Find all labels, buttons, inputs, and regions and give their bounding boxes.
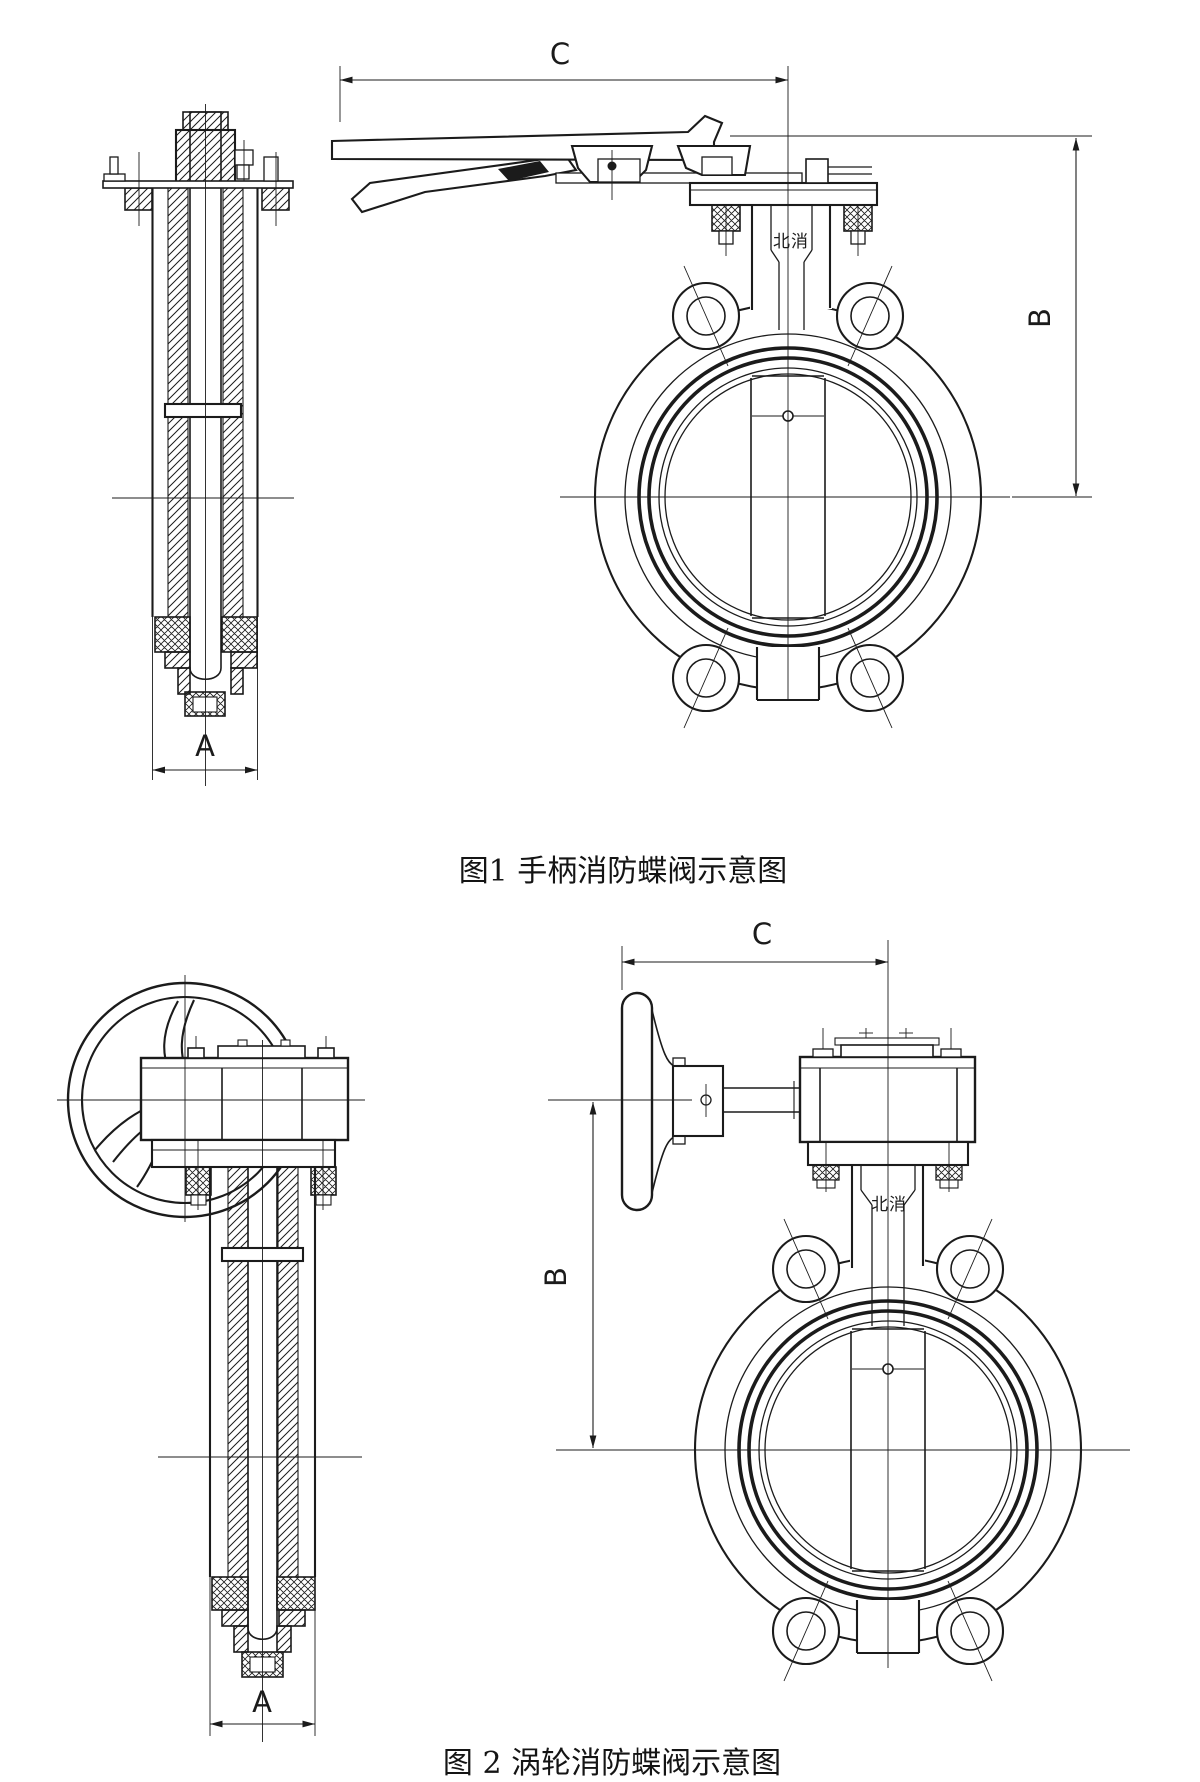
- fig2-front-view: 北消: [693, 1165, 1083, 1683]
- fig2-brand-label: 北消: [871, 1195, 907, 1215]
- fig2-dim-b: B: [539, 1102, 597, 1448]
- fig1-front-view: 北消: [593, 205, 983, 730]
- fig1-side-view: A: [102, 104, 294, 786]
- fig2-dim-c: C: [621, 917, 888, 990]
- fig1-handle-assembly: [330, 114, 879, 256]
- fig1-dim-label-b: B: [1023, 308, 1057, 328]
- fig1-dim-b: B: [730, 135, 1092, 498]
- fig1: A 北消: [102, 37, 1092, 889]
- fig2-dim-label-b: B: [539, 1267, 573, 1287]
- fig2-dim-label-a: A: [252, 1685, 272, 1719]
- fig1-caption: 图1 手柄消防蝶阀示意图: [459, 854, 788, 889]
- fig1-brand-label: 北消: [773, 232, 809, 252]
- fig2-dim-label-c: C: [752, 917, 772, 951]
- fig2-side-view: A: [57, 975, 365, 1742]
- fig2-caption: 图 2 涡轮消防蝶阀示意图: [443, 1746, 781, 1781]
- fig1-dim-label-c: C: [550, 37, 570, 71]
- fig1-dim-label-a: A: [195, 729, 215, 763]
- fig2-gear-actuator: [620, 991, 977, 1212]
- fig1-dim-c: C: [339, 37, 788, 122]
- fig2: A 北消: [57, 917, 1130, 1781]
